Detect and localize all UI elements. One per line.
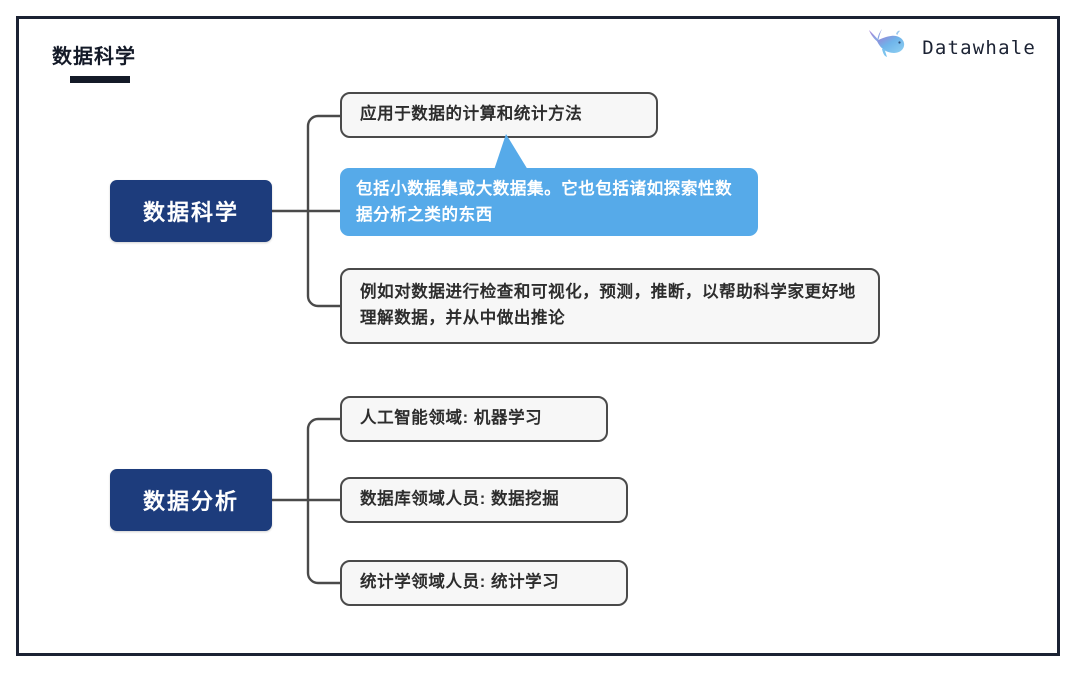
branch-node-label: 数据库领域人员: 数据挖掘 bbox=[360, 490, 560, 509]
root-node-label: 数据分析 bbox=[142, 489, 239, 514]
root-node-data-science[interactable]: 数据科学 bbox=[110, 180, 272, 242]
brand-name: Datawhale bbox=[922, 36, 1036, 59]
root-node-label: 数据科学 bbox=[142, 200, 239, 225]
branch-node-methods[interactable]: 应用于数据的计算和统计方法 bbox=[340, 92, 658, 138]
branch-node-statistical-learning[interactable]: 统计学领域人员: 统计学习 bbox=[340, 560, 628, 606]
branch-node-inspection[interactable]: 例如对数据进行检查和可视化，预测，推断，以帮助科学家更好地理解数据，并从中做出推… bbox=[340, 268, 880, 344]
title-underline bbox=[70, 76, 130, 83]
branch-node-data-mining[interactable]: 数据库领域人员: 数据挖掘 bbox=[340, 477, 628, 523]
page-title: 数据科学 bbox=[52, 46, 136, 68]
callout-datasets[interactable]: 包括小数据集或大数据集。它也包括诸如探索性数据分析之类的东西 bbox=[340, 168, 758, 236]
branch-node-label: 统计学领域人员: 统计学习 bbox=[360, 573, 560, 592]
branch-node-machine-learning[interactable]: 人工智能领域: 机器学习 bbox=[340, 396, 608, 442]
branch-node-label: 例如对数据进行检查和可视化，预测，推断，以帮助科学家更好地理解数据，并从中做出推… bbox=[360, 283, 856, 327]
callout-label: 包括小数据集或大数据集。它也包括诸如探索性数据分析之类的东西 bbox=[356, 179, 733, 224]
whale-logo-icon bbox=[866, 28, 908, 67]
branch-node-label: 人工智能领域: 机器学习 bbox=[360, 409, 543, 428]
callout-pointer bbox=[494, 134, 528, 170]
brand-logo: Datawhale bbox=[866, 28, 1036, 67]
root-node-data-analysis[interactable]: 数据分析 bbox=[110, 469, 272, 531]
branch-node-label: 应用于数据的计算和统计方法 bbox=[360, 105, 583, 124]
